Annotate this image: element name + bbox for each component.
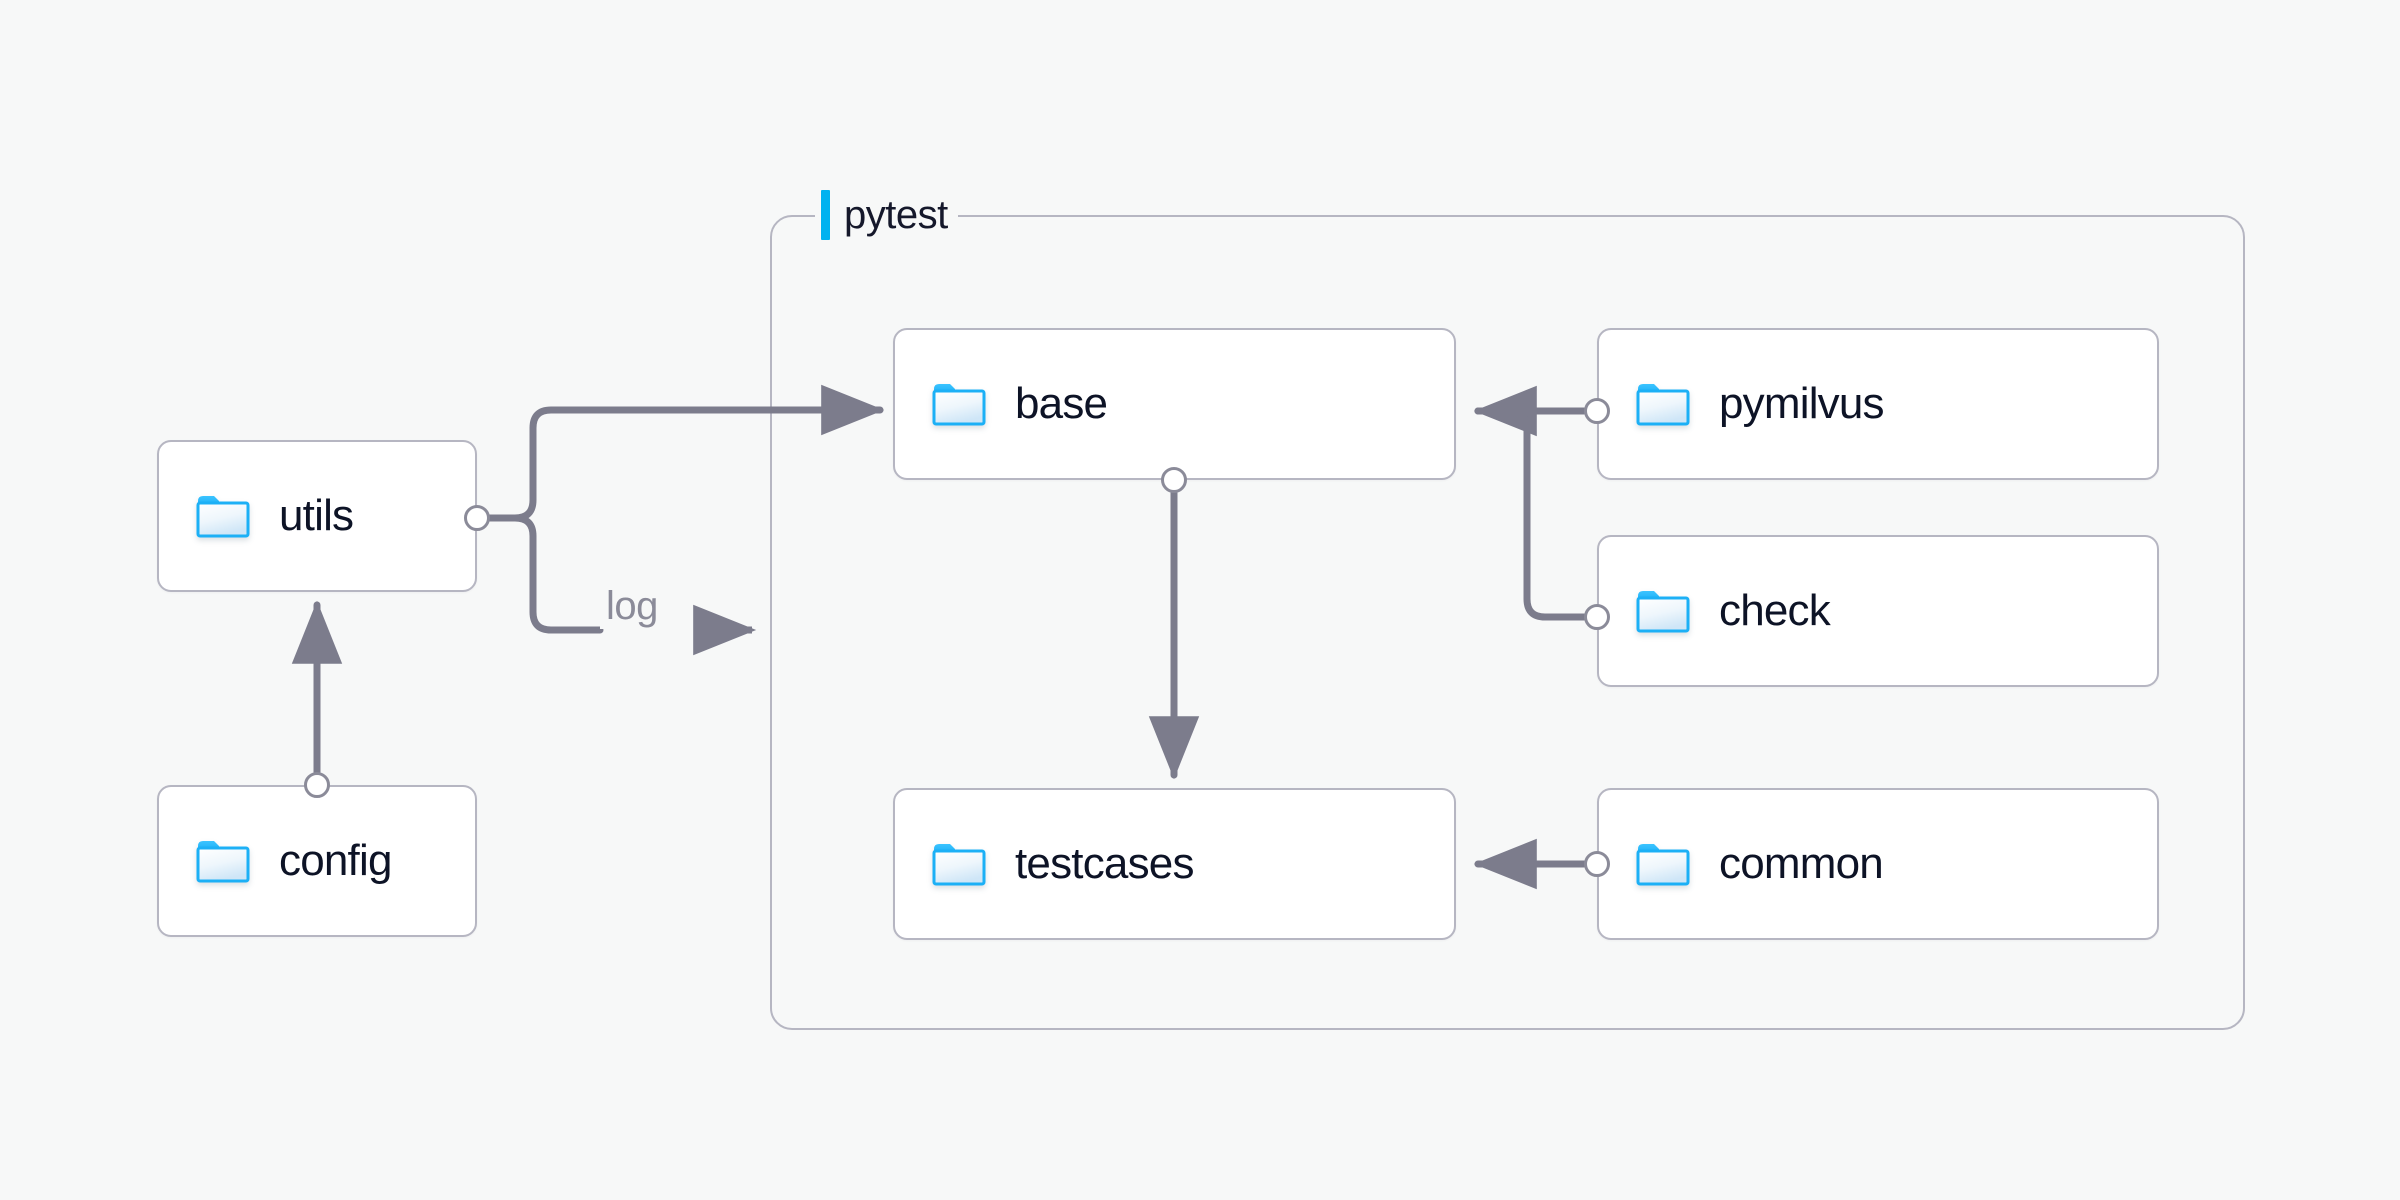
node-common-content: common: [1599, 839, 1884, 889]
node-common[interactable]: common: [1597, 788, 2159, 940]
folder-icon: [1636, 384, 1690, 426]
node-config-content: config: [159, 836, 392, 886]
node-base-content: base: [895, 379, 1108, 429]
port-common-left[interactable]: [1584, 851, 1610, 877]
folder-icon: [196, 841, 250, 883]
folder-icon: [196, 496, 250, 538]
node-common-label: common: [1719, 839, 1884, 888]
folder-icon: [932, 844, 986, 886]
node-testcases-label: testcases: [1015, 839, 1194, 888]
node-pymilvus[interactable]: pymilvus: [1597, 328, 2159, 480]
group-container-pytest[interactable]: [770, 215, 2245, 1030]
node-base-label: base: [1015, 379, 1108, 428]
edge-label-log: log: [600, 584, 664, 629]
port-check-left[interactable]: [1584, 604, 1610, 630]
folder-icon: [1636, 844, 1690, 886]
node-check[interactable]: check: [1597, 535, 2159, 687]
node-testcases-content: testcases: [895, 839, 1194, 889]
port-config-top[interactable]: [304, 772, 330, 798]
node-pymilvus-content: pymilvus: [1599, 379, 1885, 429]
port-pymilvus-left[interactable]: [1584, 398, 1610, 424]
group-label-text: pytest: [844, 192, 948, 237]
node-utils-content: utils: [159, 491, 354, 541]
node-testcases[interactable]: testcases: [893, 788, 1456, 940]
node-config-label: config: [279, 836, 392, 885]
folder-icon: [932, 384, 986, 426]
node-utils-label: utils: [279, 491, 354, 540]
group-label-pytest[interactable]: pytest: [815, 187, 958, 243]
port-utils-right[interactable]: [464, 505, 490, 531]
node-config[interactable]: config: [157, 785, 477, 937]
edge-utils-log-path: [486, 514, 604, 634]
port-base-bottom[interactable]: [1161, 467, 1187, 493]
folder-icon: [1636, 591, 1690, 633]
node-check-label: check: [1719, 586, 1831, 635]
node-base[interactable]: base: [893, 328, 1456, 480]
group-accent-bar: [821, 190, 830, 240]
node-check-content: check: [1599, 586, 1831, 636]
node-pymilvus-label: pymilvus: [1719, 379, 1885, 428]
node-utils[interactable]: utils: [157, 440, 477, 592]
